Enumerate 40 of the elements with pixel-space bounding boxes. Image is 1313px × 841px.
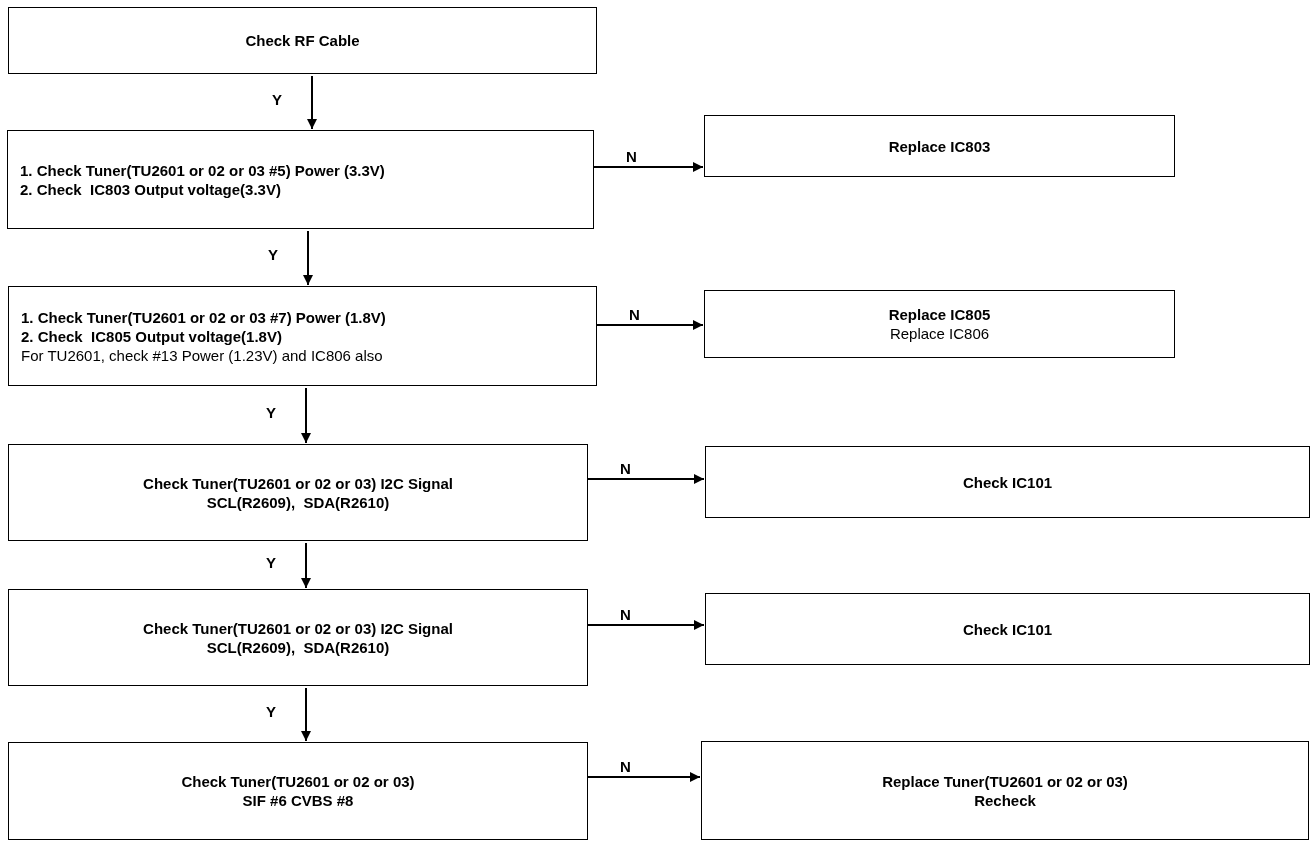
process-box [705, 593, 1310, 665]
process-box [8, 742, 588, 840]
step-text: 2. Check IC803 Output voltage(3.3V) [20, 179, 281, 199]
step-text: Check IC101 [962, 619, 1053, 639]
process-box [8, 589, 588, 686]
step-text: SCL(R2609), SDA(R2610) [206, 492, 390, 512]
arrow [303, 230, 313, 286]
arrow [587, 772, 701, 782]
arrow [301, 687, 311, 742]
step-text: Replace IC805 [888, 305, 991, 324]
step-text: 2. Check IC805 Output voltage(1.8V) [21, 326, 282, 346]
arrow [593, 162, 704, 172]
arrow [596, 320, 704, 330]
step-text: Check RF Cable [245, 31, 360, 50]
process-box [8, 7, 597, 74]
step-text: Check Tuner(TU2601 or 02 or 03) I2C Signal [143, 618, 453, 638]
step-text: SCL(R2609), SDA(R2610) [206, 637, 390, 657]
step-text: Check IC101 [962, 472, 1053, 492]
arrow [301, 387, 311, 444]
process-box [8, 444, 588, 541]
step-text: Check Tuner(TU2601 or 02 or 03) [181, 772, 415, 791]
step-text: Replace Tuner(TU2601 or 02 or 03) [882, 771, 1128, 791]
process-box [7, 130, 594, 229]
arrow [301, 542, 311, 589]
process-box [704, 115, 1175, 177]
process-box [701, 741, 1309, 840]
process-box [704, 290, 1175, 358]
step-text: SIF #6 CVBS #8 [242, 791, 354, 810]
process-box [705, 446, 1310, 518]
arrow [587, 620, 705, 630]
step-text: For TU2601, check #13 Power (1.23V) and IC806 also [21, 345, 383, 365]
process-box [8, 286, 597, 386]
step-text: Replace IC806 [889, 324, 990, 343]
step-text: Recheck [974, 790, 1036, 810]
arrow [587, 474, 705, 484]
step-text: Check Tuner(TU2601 or 02 or 03) I2C Signal [143, 473, 453, 493]
step-text: 1. Check Tuner(TU2601 or 02 or 03 #5) Power (3.3V) [20, 160, 385, 180]
arrow [307, 75, 317, 130]
step-text: Replace IC803 [888, 136, 991, 156]
step-text: 1. Check Tuner(TU2601 or 02 or 03 #7) Power (1.8V) [21, 307, 386, 327]
